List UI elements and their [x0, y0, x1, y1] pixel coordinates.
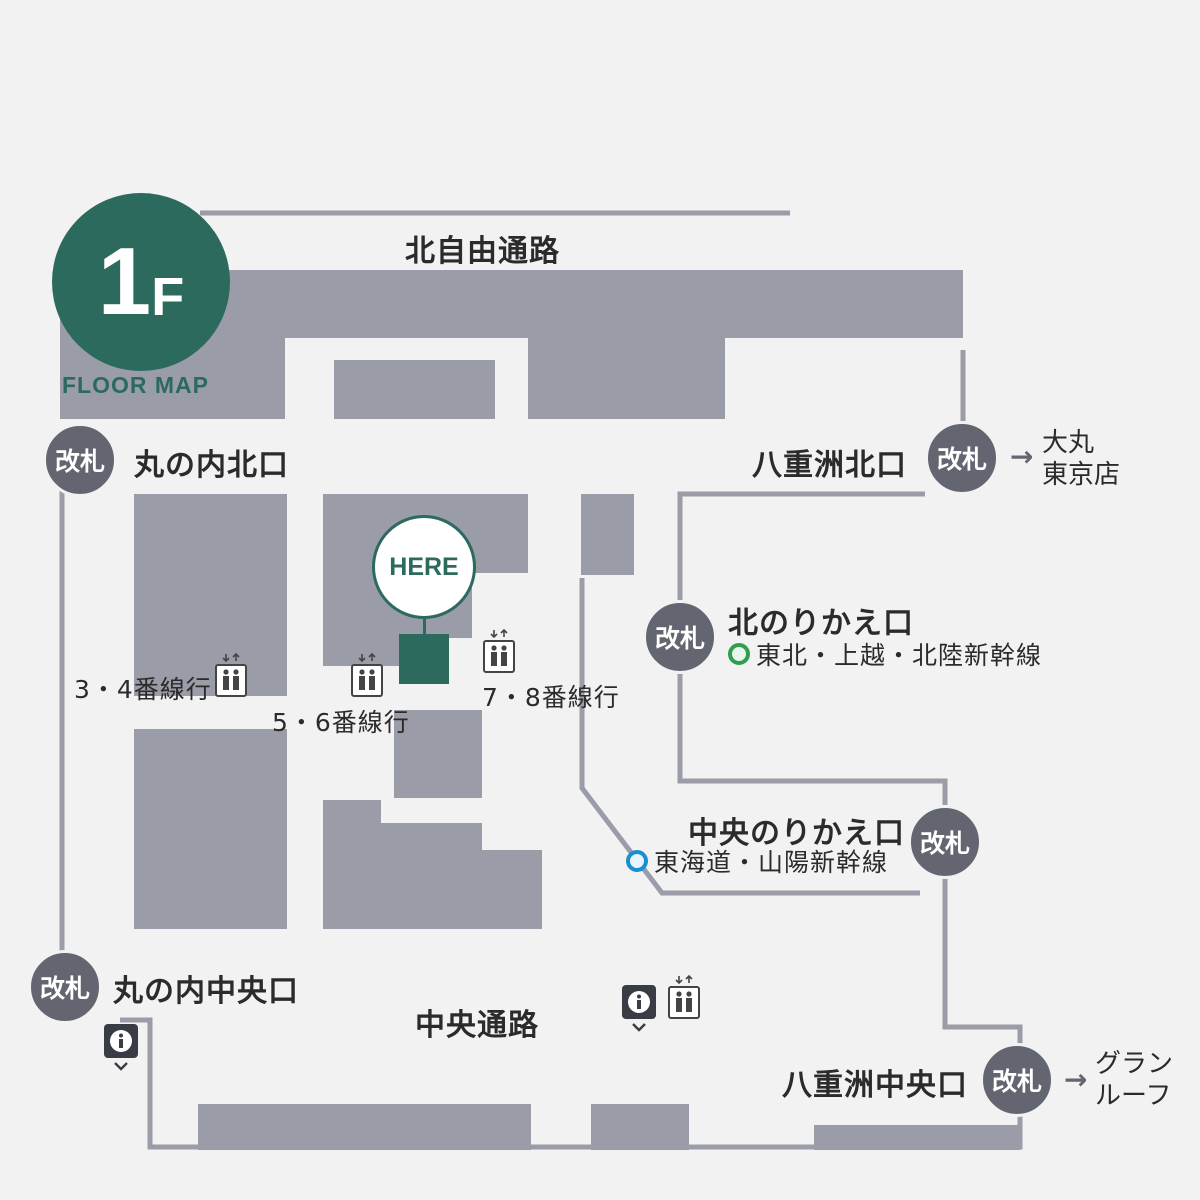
route-line-central: [579, 578, 920, 896]
gate-central-transfer[interactable]: 改札: [908, 805, 982, 879]
block-west-2: [134, 729, 287, 929]
block-bottom-2: [591, 1104, 689, 1150]
elevator-icon[interactable]: [667, 974, 701, 1020]
destination-granroof: グラン ルーフ: [1095, 1048, 1173, 1112]
here-location: [399, 634, 449, 684]
gate-marunouchi-north-label: 丸の内北口: [134, 448, 289, 483]
gate-north-transfer-label: 北のりかえ口: [728, 606, 914, 641]
gate-yaesu-north[interactable]: 改札: [925, 421, 999, 495]
north-transfer-line-text: 東北・上越・北陸新幹線: [756, 641, 1043, 670]
floor-unit: F: [151, 267, 185, 327]
platform-3-4-label: 3・4番線行: [74, 675, 212, 704]
passage-central-label: 中央通路: [415, 1008, 539, 1043]
here-marker: HERE: [372, 515, 476, 619]
block-north: [60, 270, 963, 419]
destination-daimaru-line1: 大丸: [1042, 428, 1095, 458]
gate-north-transfer[interactable]: 改札: [643, 600, 717, 674]
gate-marunouchi-central-label: 丸の内中央口: [113, 974, 299, 1009]
elevator-icon[interactable]: [214, 652, 248, 698]
central-transfer-line-text: 東海道・山陽新幹線: [654, 848, 889, 877]
gate-marunouchi-central[interactable]: 改札: [28, 950, 102, 1024]
block-center-2: [394, 710, 482, 798]
floor-number: 1: [97, 228, 151, 335]
gate-marunouchi-north[interactable]: 改札: [43, 423, 117, 497]
block-center-3: [323, 800, 542, 929]
north-transfer-line: 東北・上越・北陸新幹線: [728, 636, 1042, 672]
information-icon[interactable]: [104, 1024, 138, 1072]
floor-badge: 1 F: [52, 193, 230, 371]
information-icon[interactable]: [622, 985, 656, 1033]
central-transfer-line: 東海道・山陽新幹線: [626, 843, 888, 879]
destination-daimaru: 大丸 東京店: [1042, 427, 1120, 491]
elevator-icon[interactable]: [482, 628, 516, 674]
block-north-mid: [334, 360, 495, 419]
destination-daimaru-line2: 東京店: [1042, 460, 1121, 490]
platform-7-8-label: 7・8番線行: [482, 683, 620, 712]
route-line-yaesu-north: [677, 491, 948, 805]
gate-yaesu-central-label: 八重洲中央口: [782, 1068, 968, 1103]
elevator-icon[interactable]: [350, 652, 384, 698]
floor-caption: FLOOR MAP: [62, 372, 209, 398]
gate-yaesu-north-label: 八重洲北口: [752, 448, 907, 483]
gate-central-transfer-label: 中央のりかえ口: [688, 816, 905, 851]
passage-north-label: 北自由通路: [405, 234, 560, 269]
destination-granroof-line2: ルーフ: [1095, 1081, 1172, 1111]
platform-5-6-label: 5・6番線行: [272, 708, 410, 737]
arrow-right-icon: →: [1010, 440, 1034, 473]
block-west-1: [134, 494, 287, 696]
block-east-small: [581, 494, 634, 575]
destination-granroof-line1: グラン: [1095, 1049, 1174, 1079]
shinkansen-green-icon: [728, 643, 750, 665]
block-bottom-1: [198, 1104, 531, 1150]
shinkansen-blue-icon: [626, 850, 648, 872]
gate-yaesu-central[interactable]: 改札: [980, 1043, 1054, 1117]
arrow-right-icon: →: [1064, 1063, 1088, 1096]
here-marker-stem: [423, 617, 426, 635]
block-bottom-3: [814, 1125, 1020, 1150]
